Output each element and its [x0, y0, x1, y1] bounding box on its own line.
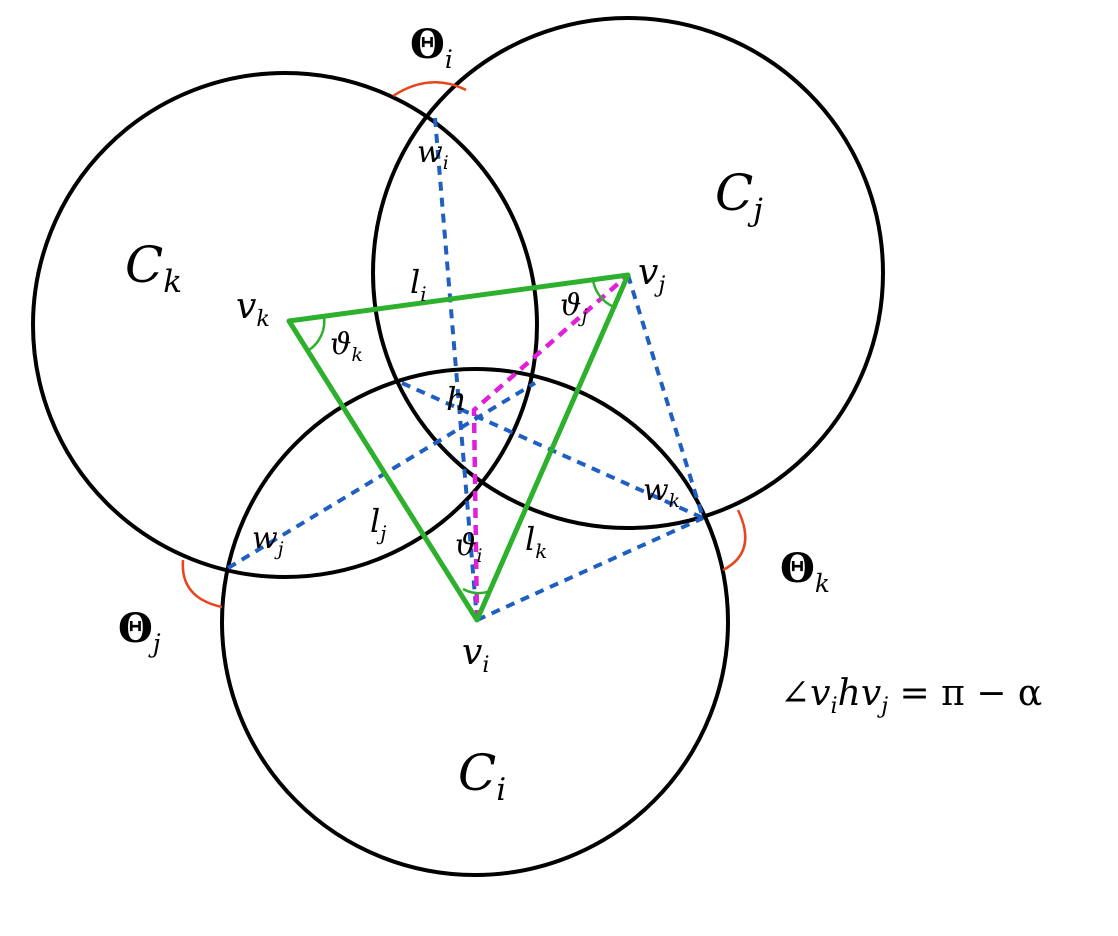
label-h: h	[446, 380, 467, 418]
label-theta-small-k: ϑk	[330, 327, 363, 366]
label-w-i: wi	[417, 135, 449, 174]
angle-arc-vi	[462, 587, 491, 595]
label-c-j: Cj	[715, 164, 763, 228]
label-w-j: wj	[252, 521, 284, 560]
label-theta-i: Θi	[410, 21, 453, 74]
label-c-k: Ck	[125, 236, 182, 300]
dashed-wj-to-pt	[226, 381, 537, 570]
theta-j-marker	[181, 559, 223, 609]
dashed-vj-to-wk	[626, 274, 705, 519]
theta-i-marker	[392, 81, 467, 98]
label-theta-j: Θj	[118, 605, 161, 658]
angle-arc-vj	[591, 279, 615, 309]
label-l-j: lj	[370, 502, 386, 545]
circle-c-j	[371, 16, 885, 530]
label-theta-k: Θk	[780, 545, 830, 598]
label-theta-small-i: ϑi	[455, 528, 482, 567]
equation-angle: ∠vihvj = π − α	[780, 673, 1042, 719]
label-l-k: lk	[525, 520, 547, 563]
dashed-wi-to-vi	[433, 117, 479, 621]
triangle-vi-vj-vk	[286, 272, 631, 623]
circle-c-i	[220, 367, 730, 877]
circle-c-k	[31, 71, 539, 579]
label-w-k: wk	[643, 473, 680, 512]
label-v-j: vj	[638, 252, 665, 298]
angle-arc-vk	[308, 316, 326, 352]
label-l-i: li	[410, 263, 427, 306]
label-v-k: vk	[236, 286, 270, 332]
theta-k-marker	[722, 509, 747, 572]
label-theta-small-j: ϑj	[560, 288, 587, 327]
dashed-vi-to-wk	[476, 516, 704, 622]
dashed-vi-h-vj	[471, 273, 630, 621]
label-c-i: Ci	[458, 744, 506, 808]
label-v-i: vi	[462, 632, 489, 678]
